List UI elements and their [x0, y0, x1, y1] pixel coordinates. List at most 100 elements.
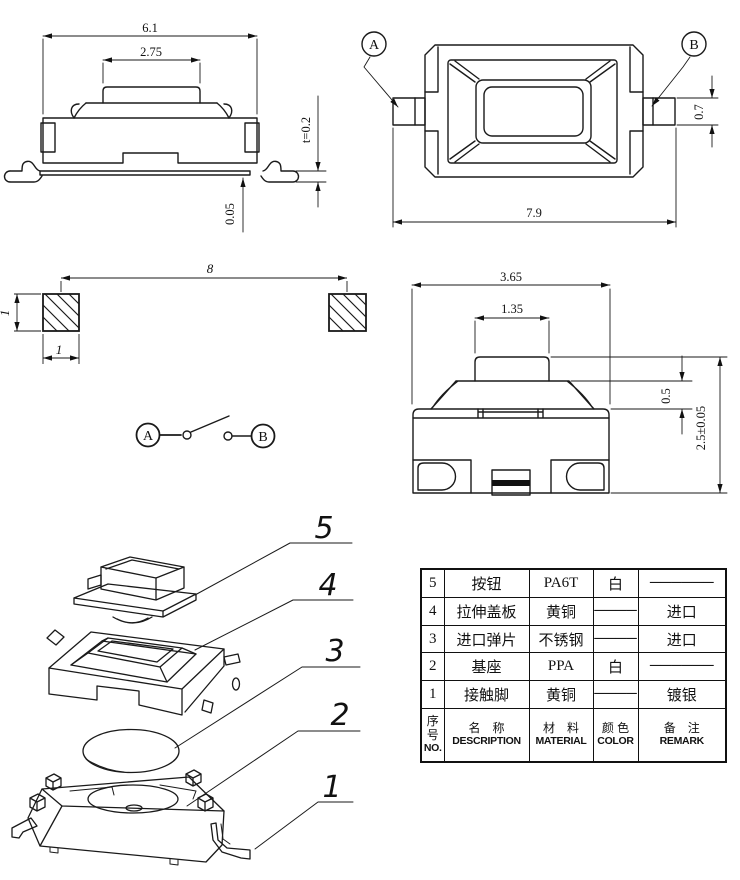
cell-remark: ──────	[637, 652, 727, 682]
leader-callout-3	[174, 666, 361, 749]
header-description: 名 称 DESCRIPTION	[443, 707, 530, 763]
terminal-b-label: B	[689, 38, 698, 53]
terminal-b-balloon	[681, 31, 707, 57]
pad-hatch	[42, 293, 367, 332]
header-color: 颜 色 COLOR	[592, 707, 639, 763]
callout-4: 4	[318, 568, 337, 603]
cell-color: ────	[592, 596, 639, 626]
dim-side-width: 6.1	[142, 21, 158, 35]
exploded-callouts: 5 4 3 2 1	[174, 511, 361, 850]
cell-no: 5	[420, 568, 445, 598]
front-view: 3.65 1.35 0.5 2.5±0.05	[411, 270, 728, 496]
part-button	[73, 556, 197, 624]
header-remark: 备 注 REMARK	[637, 707, 727, 763]
part-cover	[46, 629, 241, 716]
header-material: 材 料 MATERIAL	[528, 707, 594, 763]
dim-side-button: 2.75	[140, 45, 162, 59]
top-lead-left	[392, 97, 426, 126]
dim-front-travel: 0.5	[659, 388, 673, 404]
top-frame	[447, 59, 618, 164]
cell-remark: 镀银	[637, 680, 727, 709]
callout-5: 5	[314, 511, 333, 546]
top-side-strips	[424, 46, 644, 175]
callout-2: 2	[330, 698, 349, 733]
dim-pad-height: 1	[0, 310, 12, 317]
dim-top-lead: 0.7	[692, 104, 706, 120]
table-row-3: 3 进口弹片 不锈钢 ──── 进口	[420, 624, 727, 654]
table-row-2: 2 基座 PPA 白 ──────	[420, 652, 727, 682]
dim-top-length: 7.9	[526, 206, 542, 220]
table-header-row: 序号 NO. 名 称 DESCRIPTION 材 料 MATERIAL 颜 色 …	[420, 707, 727, 763]
part-base	[27, 769, 225, 866]
side-cover-slope-right	[216, 102, 230, 119]
side-body	[42, 117, 258, 164]
top-lead-right	[642, 97, 676, 126]
side-button	[102, 86, 201, 104]
leader-terminal-a	[363, 56, 399, 108]
front-body-band	[412, 408, 610, 419]
cell-no: 1	[420, 680, 445, 709]
callout-3: 3	[325, 634, 344, 669]
side-view: 6.1 2.75 t=0.2 0.05	[3, 21, 327, 233]
front-button	[474, 356, 550, 382]
leader-terminal-b	[651, 56, 691, 107]
cell-description: 接触脚	[443, 680, 530, 709]
table-row-1: 1 接触脚 黄铜 ──── 镀银	[420, 680, 727, 709]
side-lead-left	[3, 160, 43, 183]
leader-callout-5	[194, 542, 353, 596]
pad-right	[328, 293, 367, 332]
exploded-view: 5 4 3 2 1	[11, 511, 361, 866]
top-button-rim	[475, 79, 592, 144]
dim-standoff: 0.05	[223, 203, 237, 225]
dim-pad-pitch: 8	[207, 261, 214, 276]
terminal-a-balloon	[361, 31, 387, 57]
front-center-tab-bar	[492, 480, 530, 486]
side-cover-slope-left	[73, 102, 87, 119]
bom-table: 5 按钮 PA6T 白 ────── 4 拉伸盖板 黄铜 ──── 进口 3 进…	[420, 568, 727, 763]
cell-no: 3	[420, 624, 445, 654]
side-cover-horn-right	[223, 103, 233, 119]
side-tab-left	[40, 122, 56, 153]
terminal-a-label: A	[369, 38, 380, 53]
circuit-symbol: A B	[135, 415, 276, 449]
circuit-contact-left	[182, 430, 192, 440]
cell-no: 4	[420, 596, 445, 626]
header-no: 序号 NO.	[420, 707, 445, 763]
cell-color: ────	[592, 624, 639, 654]
cell-material: 不锈钢	[528, 624, 594, 654]
side-tab-right	[244, 122, 260, 153]
cell-color: 白	[592, 652, 639, 682]
cell-no: 2	[420, 652, 445, 682]
side-lead-right	[260, 160, 300, 183]
front-body	[412, 408, 610, 494]
leader-callout-1	[254, 801, 354, 850]
dim-front-button: 1.35	[501, 302, 523, 316]
top-view: A B 0.7 7.9	[361, 31, 719, 228]
footprint-view: 8 1 1	[0, 261, 367, 364]
circuit-contact-right	[223, 431, 233, 441]
side-base-plate	[39, 170, 251, 176]
top-body	[424, 44, 644, 178]
cell-description: 按钮	[443, 568, 530, 598]
pad-left	[42, 293, 80, 332]
cell-remark: 进口	[637, 624, 727, 654]
front-cover	[430, 380, 595, 410]
cell-description: 基座	[443, 652, 530, 682]
circuit-b-label: B	[258, 430, 267, 445]
cell-color: 白	[592, 568, 639, 598]
cell-color: ────	[592, 680, 639, 709]
cell-remark: 进口	[637, 596, 727, 626]
cell-material: PPA	[528, 652, 594, 682]
front-foot-right	[550, 459, 610, 494]
circuit-a-label: A	[143, 429, 154, 444]
part-contact-leads	[11, 817, 251, 860]
callout-1: 1	[322, 770, 341, 805]
cell-material: 黄铜	[528, 680, 594, 709]
circuit-switch-arm	[190, 415, 230, 433]
part-dome-disc	[82, 728, 180, 774]
top-button	[483, 86, 584, 137]
front-foot-left	[412, 459, 472, 494]
leader-callout-2	[186, 730, 361, 807]
